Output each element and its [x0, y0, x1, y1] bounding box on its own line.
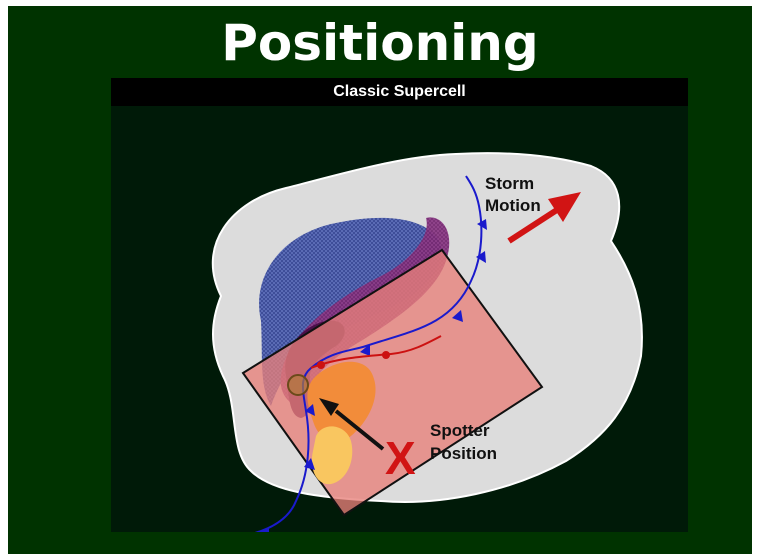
spotter-label-line1: Spotter [430, 421, 490, 440]
diagram-panel: Classic Supercell [111, 78, 688, 532]
slide: Positioning Classic Supercell [8, 6, 752, 554]
mesocyclone-circle [288, 375, 308, 395]
slide-title: Positioning [8, 14, 752, 72]
spotter-x-mark: X [385, 432, 416, 484]
panel-title: Classic Supercell [111, 78, 688, 106]
storm-motion-label-line2: Motion [485, 196, 541, 215]
supercell-diagram: Storm Motion X Spotter Position [111, 106, 688, 532]
spotter-label-line2: Position [430, 444, 497, 463]
storm-motion-label-line1: Storm [485, 174, 534, 193]
